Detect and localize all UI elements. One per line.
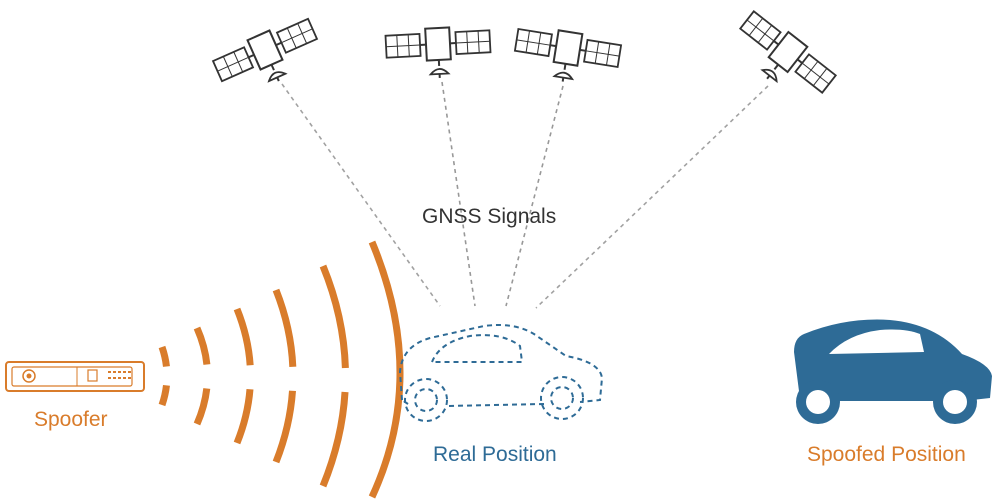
signal-line-1 — [281, 83, 441, 307]
wave-arc-5 — [319, 264, 349, 488]
wave-arc-3 — [233, 307, 254, 445]
wave-arc-4 — [272, 288, 297, 464]
spoofed-position-label: Spoofed Position — [807, 443, 966, 466]
satellite-icon — [384, 24, 493, 82]
wave-arc-2 — [193, 326, 211, 426]
spoofing-waves — [158, 240, 404, 499]
car-outline-icon — [398, 324, 604, 422]
wave-arc-1 — [158, 345, 171, 407]
car-filled-icon — [794, 319, 992, 424]
signal-line-3 — [505, 85, 564, 307]
signal-line-4 — [535, 85, 769, 309]
wave-arc-6 — [368, 240, 404, 499]
gnss-signal-lines — [281, 81, 769, 309]
real-position-label: Real Position — [433, 443, 557, 466]
satellite-icon — [510, 23, 623, 91]
satellite-icon — [209, 13, 328, 104]
spoofer-label: Spoofer — [34, 408, 108, 431]
spoofer-device-icon — [5, 361, 145, 392]
satellite-icon — [725, 6, 840, 112]
gnss-signals-label: GNSS Signals — [422, 205, 557, 228]
signal-line-2 — [441, 81, 476, 307]
